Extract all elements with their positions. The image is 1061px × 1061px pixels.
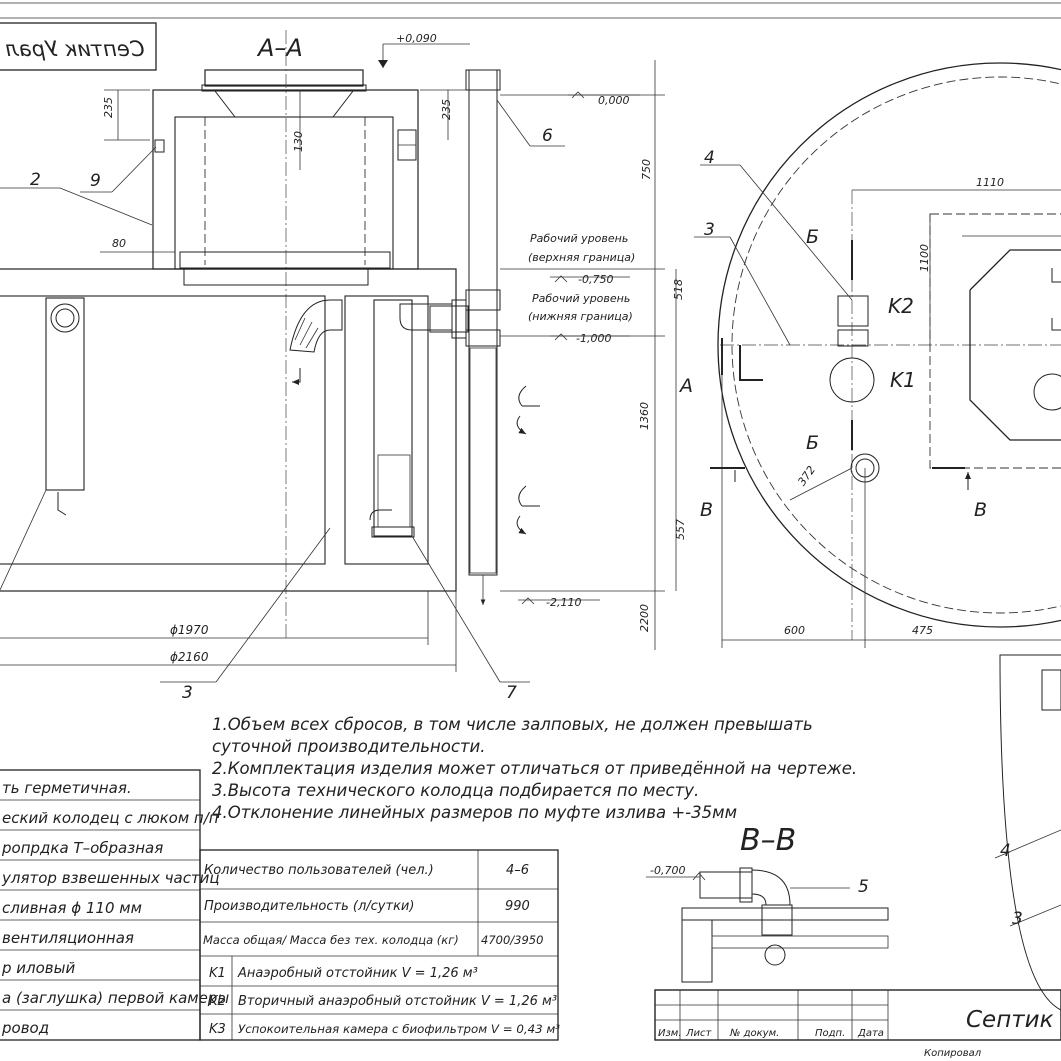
callout-6: 6	[542, 126, 553, 146]
drawing-title: Септик Урал	[6, 37, 145, 61]
legend-item: р иловый	[1, 959, 75, 977]
spec-value: 4–6	[506, 863, 529, 878]
work-upper-1: Рабочий уровень	[530, 232, 628, 245]
plan-label-k2: K2	[888, 294, 914, 318]
stamp-col: Дата	[857, 1028, 884, 1039]
title-frame: Септик Урал	[0, 22, 157, 71]
spec-table: Количество пользователей (чел.) 4–6 Прои…	[199, 849, 560, 1041]
callout-5: 5	[858, 877, 869, 897]
section-aa-label: А–А	[256, 34, 303, 62]
level-zero: 0,000	[598, 94, 630, 107]
callout-9: 9	[90, 171, 101, 191]
plan-label-v1: В	[700, 499, 713, 521]
dim-235-left: 235	[102, 97, 115, 118]
work-upper-2: (верхняя граница)	[528, 251, 635, 264]
section-a-a: А–А +0,090 235 130 235	[0, 30, 687, 703]
note-line: суточной производительности.	[212, 737, 486, 756]
dim-600: 600	[784, 624, 805, 637]
callout-3: 3	[182, 683, 193, 703]
dim-372: 372	[795, 464, 818, 489]
dim-80: 80	[112, 237, 126, 250]
plan-callout-4: 4	[704, 148, 715, 168]
notes: 1.Объем всех сбросов, в том числе залпов…	[212, 715, 857, 822]
chamber-text: Успокоительная камера с биофильтром V = …	[238, 1022, 560, 1036]
dim-2160: ϕ2160	[170, 650, 209, 664]
section-bb-label: В–В	[740, 823, 796, 858]
level-upper: -0,750	[578, 273, 613, 286]
stamp-title: Септик	[966, 1007, 1054, 1033]
stamp-col: Подп.	[815, 1028, 845, 1039]
right-callout-4: 4	[1000, 841, 1011, 861]
level-top: +0,090	[396, 32, 437, 45]
spec-label: Количество пользователей (чел.)	[204, 863, 434, 878]
legend-item: еский колодец с люком п/п	[2, 809, 219, 827]
stamp-footer: Копировал	[924, 1048, 982, 1059]
legend-item: ропрдка Т–образная	[1, 839, 163, 857]
stamp-col: Лист	[685, 1028, 713, 1039]
work-lower-2: (нижняя граница)	[528, 310, 633, 323]
dim-235-right: 235	[440, 99, 453, 120]
callout-2: 2	[30, 170, 41, 190]
dim-1100: 1100	[918, 244, 931, 272]
stamp-col: Изм.	[658, 1028, 682, 1039]
dim-1360: 1360	[638, 402, 651, 430]
plan-label-v2: В	[974, 499, 987, 521]
chamber-text: Анаэробный отстойник V = 1,26 м³	[237, 966, 478, 981]
level-bottom: -2,110	[546, 596, 581, 609]
dim-750: 750	[640, 159, 653, 180]
dim-1970: ϕ1970	[170, 623, 209, 637]
legend-item: вентиляционная	[2, 929, 134, 947]
legend-item: сливная ϕ 110 мм	[2, 899, 142, 917]
legend-item: ть герметичная.	[2, 779, 132, 797]
level-bb: -0,700	[650, 864, 685, 877]
spec-label: Масса общая/ Масса без тех. колодца (кг)	[203, 933, 459, 947]
spec-value: 990	[505, 899, 530, 914]
dim-130: 130	[292, 131, 305, 152]
plan-callout-3: 3	[704, 220, 715, 240]
level-marks: 0,000 Рабочий уровень (верхняя граница) …	[518, 91, 640, 609]
plan-label-b1: Б	[806, 226, 819, 248]
legend-item: улятор взвешенных частиц	[1, 869, 220, 887]
callout-7: 7	[506, 683, 517, 703]
legend-table: ть герметичная. еский колодец с люком п/…	[0, 769, 229, 1041]
spec-label: Производительность (л/сутки)	[204, 899, 414, 914]
right-callout-3: 3	[1012, 909, 1023, 929]
chamber-code: K2	[209, 994, 226, 1009]
note-line: 1.Объем всех сбросов, в том числе залпов…	[212, 715, 813, 734]
detail-view-right: 4 3	[994, 654, 1061, 1011]
chamber-text: Вторичный анаэробный отстойник V = 1,26 …	[238, 994, 557, 1009]
note-line: 4.Отклонение линейных размеров по муфте …	[212, 803, 737, 822]
stamp-col: № докум.	[729, 1028, 779, 1039]
dim-475: 475	[912, 624, 933, 637]
chamber-code: K1	[209, 966, 226, 981]
dim-518: 518	[672, 279, 685, 300]
spec-value: 4700/3950	[481, 933, 543, 947]
level-lower: -1,000	[576, 332, 611, 345]
plan-view: K2 K1 Б Б A В В 1110 1100 600 475 372 4	[678, 62, 1061, 648]
legend-item: ровод	[1, 1019, 49, 1037]
plan-label-a: A	[678, 375, 693, 397]
title-block: Изм. Лист № докум. Подп. Дата Септик Коп…	[654, 989, 1061, 1059]
dim-557: 557	[674, 519, 687, 540]
dim-2200: 2200	[638, 604, 651, 632]
chamber-code: K3	[209, 1022, 226, 1037]
legend-item: а (заглушка) первой камеры	[2, 989, 229, 1007]
note-line: 2.Комплектация изделия может отличаться …	[212, 759, 857, 778]
plan-label-b2: Б	[806, 432, 819, 454]
height-dimensions: 750 518 1360 557 2200	[500, 60, 687, 650]
section-b-b: В–В -0,700 5	[646, 823, 889, 983]
work-lower-1: Рабочий уровень	[532, 292, 630, 305]
note-line: 3.Высота технического колодца подбираетс…	[212, 781, 699, 800]
dim-1110: 1110	[976, 176, 1004, 189]
plan-label-k1: K1	[890, 368, 916, 392]
